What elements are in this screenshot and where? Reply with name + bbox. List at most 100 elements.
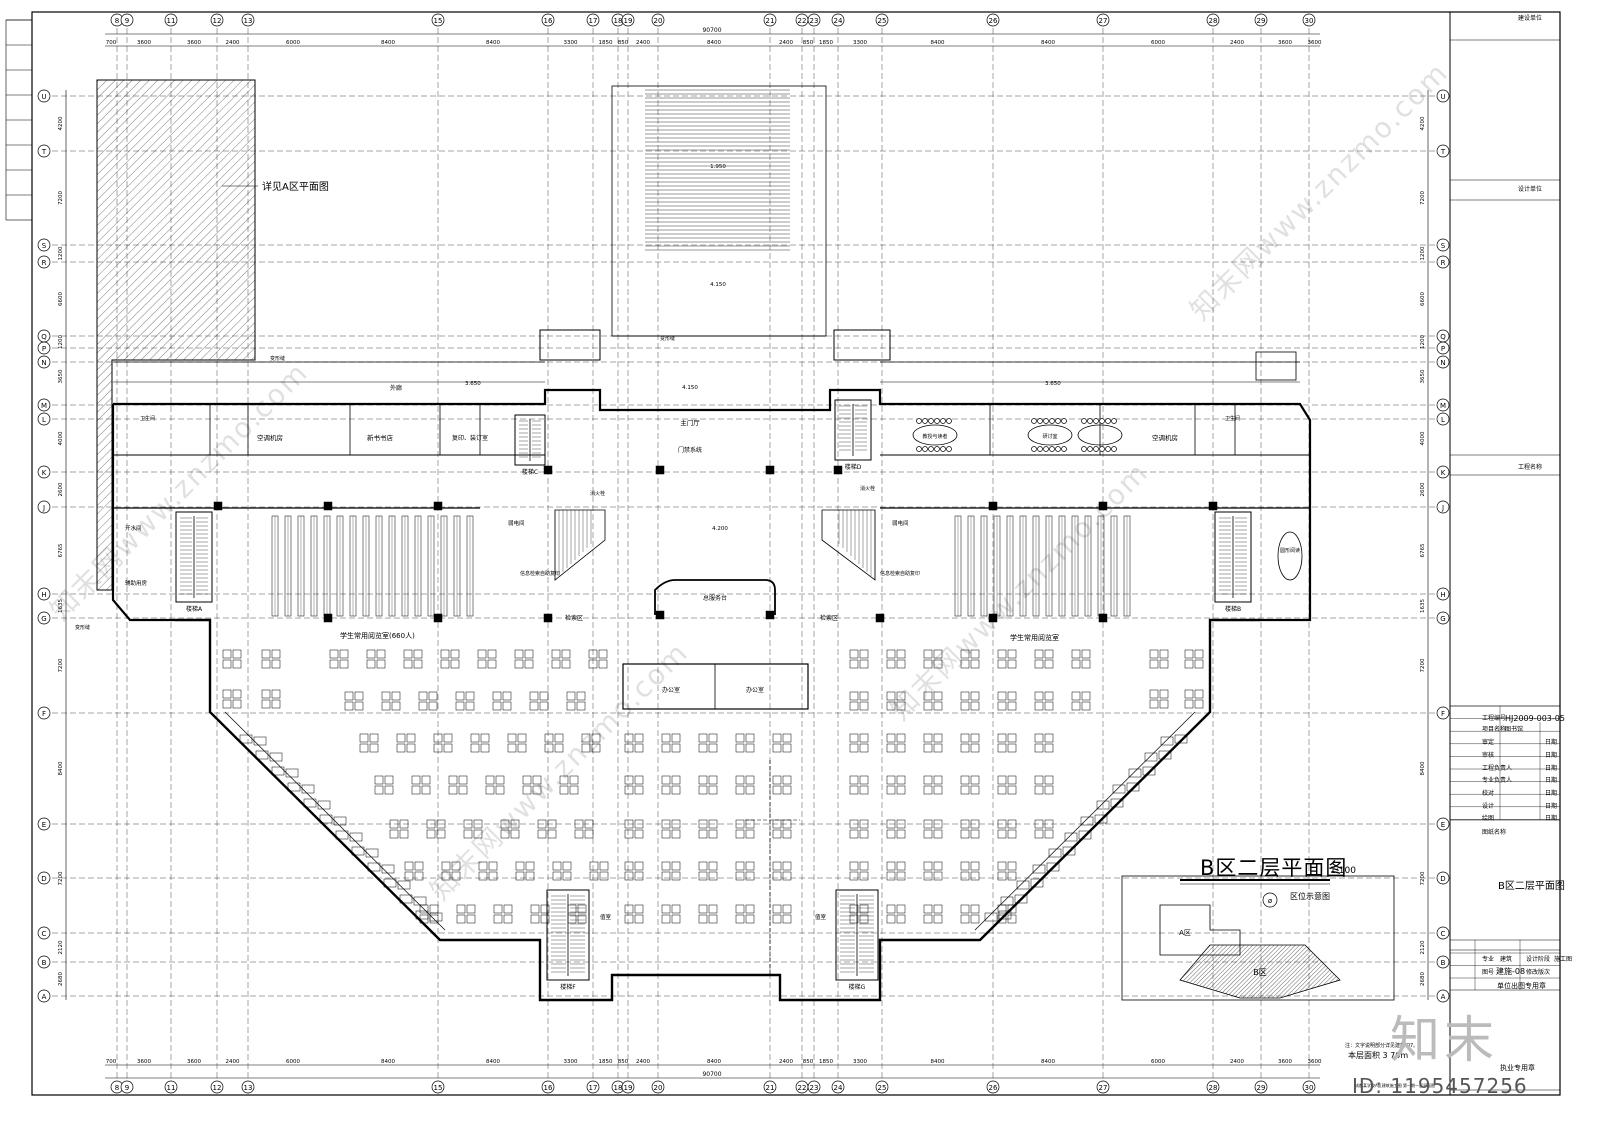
dim-value: 6000 xyxy=(1151,1059,1165,1065)
reading-table xyxy=(970,733,980,743)
axis-label: T xyxy=(1440,148,1446,156)
reading-table xyxy=(524,659,534,669)
axis-label: F xyxy=(1441,710,1445,718)
reading-table xyxy=(478,871,488,881)
reading-table xyxy=(849,701,859,711)
chair xyxy=(934,418,940,424)
reading-table xyxy=(524,649,534,659)
reading-table xyxy=(507,733,517,743)
reading-table xyxy=(634,904,644,914)
reading-table xyxy=(451,871,461,881)
reading-table xyxy=(1184,659,1194,669)
stair-label: 楼梯C xyxy=(522,468,538,476)
reading-table xyxy=(634,861,644,871)
axis-label: R xyxy=(42,259,47,267)
reading-table xyxy=(624,785,634,795)
tb-date-5: 日期 xyxy=(1545,790,1558,797)
reading-table xyxy=(997,819,1007,829)
detail-note: 详见A区平面图 xyxy=(262,180,329,193)
chair xyxy=(1099,446,1105,452)
reading-table xyxy=(896,871,906,881)
column xyxy=(988,613,998,623)
reading-table xyxy=(1007,691,1017,701)
chair xyxy=(1111,446,1117,452)
reading-table xyxy=(671,829,681,839)
dim-value: 3600 xyxy=(137,40,151,46)
axis-bubble xyxy=(210,1080,224,1094)
reading-table xyxy=(998,910,1012,920)
reading-table xyxy=(466,904,476,914)
reading-table xyxy=(698,775,708,785)
reading-table xyxy=(487,649,497,659)
dim-value: 4000 xyxy=(1420,431,1426,445)
axis-bubble xyxy=(37,955,51,969)
reading-table xyxy=(488,871,498,881)
reading-table xyxy=(503,914,513,924)
reading-table xyxy=(517,743,527,753)
room-label: 办公室 xyxy=(662,686,680,694)
axis-label: 27 xyxy=(1099,1084,1108,1092)
reading-table xyxy=(624,871,634,881)
reading-table xyxy=(473,819,483,829)
room-label: 变形缝 xyxy=(660,335,675,342)
axis-bubble xyxy=(875,1080,889,1094)
tb-major-label: 专业 xyxy=(1482,956,1495,963)
reading-table xyxy=(1149,689,1159,699)
reading-table xyxy=(376,659,386,669)
porch-right xyxy=(833,329,891,361)
dim-value: 850 xyxy=(618,40,629,46)
footer-line: 成都某学校A区建筑施工图 第一期一层平面图 xyxy=(1355,1082,1435,1088)
column xyxy=(765,465,775,475)
reading-table xyxy=(933,649,943,659)
stair-g xyxy=(835,889,879,981)
reading-table xyxy=(577,914,587,924)
reading-table xyxy=(414,871,424,881)
reading-table xyxy=(1159,649,1169,659)
axis-label: J xyxy=(1441,504,1444,512)
dim-value: 3300 xyxy=(853,1059,867,1065)
reading-table xyxy=(540,904,550,914)
reading-table xyxy=(1007,785,1017,795)
chair xyxy=(928,418,934,424)
reading-table xyxy=(480,743,490,753)
reading-table xyxy=(1044,775,1054,785)
reading-table xyxy=(735,819,745,829)
reading-table xyxy=(671,861,681,871)
reading-table xyxy=(367,862,381,872)
reading-table xyxy=(1044,785,1054,795)
column xyxy=(433,613,443,623)
dim-value: 850 xyxy=(803,40,814,46)
chair xyxy=(922,446,928,452)
stair-label: 楼梯G xyxy=(849,983,866,991)
tb-stage-label: 设计阶段 xyxy=(1526,956,1551,963)
room-label: 研讨室 xyxy=(1042,433,1057,440)
reading-table xyxy=(997,659,1007,669)
reading-table xyxy=(745,785,755,795)
reading-table xyxy=(933,659,943,669)
reading-table xyxy=(1007,649,1017,659)
reading-table xyxy=(970,785,980,795)
dim-value: 6000 xyxy=(286,1059,300,1065)
chair xyxy=(1111,418,1117,424)
reading-table xyxy=(1081,649,1091,659)
reading-table xyxy=(1071,691,1081,701)
reading-table xyxy=(923,775,933,785)
reading-table xyxy=(960,904,970,914)
reading-table xyxy=(782,733,792,743)
tb-spec: 专业负责人 xyxy=(1482,777,1513,784)
reading-table xyxy=(735,733,745,743)
chair xyxy=(1055,446,1061,452)
room-label: 辅助用房 xyxy=(125,579,148,587)
axis-bubble xyxy=(241,1080,255,1094)
column xyxy=(1098,613,1108,623)
reading-table xyxy=(349,832,363,842)
reading-table xyxy=(849,819,859,829)
chair xyxy=(946,418,952,424)
room-label: 复印、装订室 xyxy=(452,434,488,442)
reading-table xyxy=(896,775,906,785)
axis-bubble xyxy=(621,1080,635,1094)
reading-table xyxy=(698,819,708,829)
room-label: 学生常用阅览室(660人) xyxy=(340,631,415,640)
reading-table xyxy=(661,861,671,871)
